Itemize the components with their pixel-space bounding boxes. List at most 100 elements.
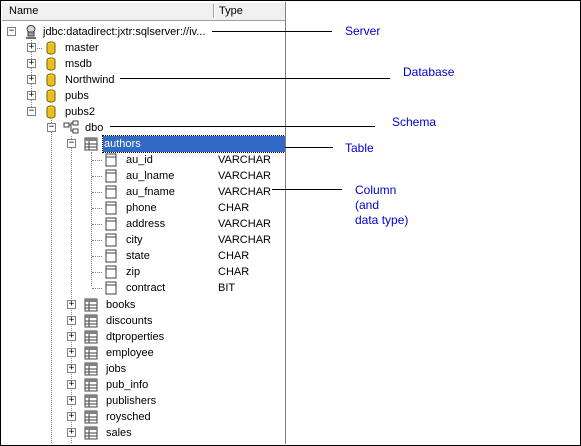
column-icon	[105, 169, 117, 183]
expand-table-toggle[interactable]: +	[67, 347, 76, 357]
table-label[interactable]: roysched	[106, 411, 151, 423]
collapse-schema-toggle[interactable]: −	[47, 122, 56, 132]
expand-table-toggle[interactable]: +	[67, 299, 76, 309]
column-data-type: CHAR	[218, 250, 250, 262]
expand-database-toggle[interactable]: +	[27, 58, 36, 68]
table-label[interactable]: pub_info	[106, 379, 149, 391]
expand-table-toggle[interactable]: +	[67, 379, 76, 389]
column-name[interactable]: address	[126, 218, 166, 230]
column-header-separator[interactable]	[213, 4, 215, 18]
tree-node-table-selected[interactable]: − authors	[2, 135, 285, 153]
expand-table-toggle[interactable]: +	[67, 395, 76, 405]
tree-connector	[92, 176, 102, 177]
column-data-type: CHAR	[218, 266, 250, 278]
tree-node-table[interactable]: + discounts	[2, 313, 285, 329]
table-label[interactable]: authors	[102, 135, 285, 153]
table-label[interactable]: discounts	[106, 315, 153, 327]
database-label[interactable]: master	[65, 42, 99, 54]
tree-node-table[interactable]: + books	[2, 297, 285, 313]
column-header-name[interactable]: Name	[9, 5, 39, 17]
database-icon	[46, 105, 56, 119]
column-name[interactable]: au_id	[126, 154, 153, 166]
column-name[interactable]: au_fname	[126, 186, 175, 198]
tree-connector	[92, 208, 102, 209]
tree-node-table[interactable]: + pub_info	[2, 377, 285, 393]
table-icon	[84, 394, 98, 408]
table-label[interactable]: dtproperties	[106, 331, 165, 343]
tree-node-table[interactable]: + roysched	[2, 409, 285, 425]
tree-node-column[interactable]: state CHAR	[2, 248, 285, 264]
schema-icon	[63, 120, 79, 134]
expand-table-toggle[interactable]: +	[67, 427, 76, 437]
column-name[interactable]: state	[126, 250, 150, 262]
collapse-database-toggle[interactable]: −	[27, 106, 36, 116]
schema-label[interactable]: dbo	[85, 122, 104, 134]
callout-line-database	[120, 78, 390, 79]
column-name[interactable]: contract	[126, 282, 166, 294]
tree-guide-authors	[91, 152, 92, 286]
tree-node-server[interactable]: − jdbc:datadirect:jxtr:sqlserver://iv...	[2, 24, 285, 40]
tree-connector	[32, 48, 42, 49]
tree-node-table[interactable]: + publishers	[2, 393, 285, 409]
table-label[interactable]: employee	[106, 347, 154, 359]
column-name[interactable]: phone	[126, 202, 157, 214]
tree-node-table[interactable]: + employee	[2, 345, 285, 361]
expand-database-toggle[interactable]: +	[27, 74, 36, 84]
database-label[interactable]: pubs	[65, 90, 89, 102]
callout-line-server	[212, 31, 332, 32]
database-icon	[46, 73, 56, 87]
column-name[interactable]: city	[126, 234, 143, 246]
tree-node-table[interactable]: + jobs	[2, 361, 285, 377]
tree-node-table[interactable]: + dtproperties	[2, 329, 285, 345]
callout-line-column	[272, 189, 342, 190]
column-name[interactable]: zip	[126, 266, 141, 278]
collapse-table-toggle[interactable]: −	[67, 138, 76, 148]
table-icon	[84, 426, 98, 440]
expand-database-toggle[interactable]: +	[27, 90, 36, 100]
column-icon	[105, 249, 117, 263]
column-name[interactable]: au_lname	[126, 170, 175, 182]
expand-database-toggle[interactable]: +	[27, 42, 36, 52]
table-label[interactable]: jobs	[106, 363, 127, 375]
table-label[interactable]: books	[106, 299, 136, 311]
table-label[interactable]: publishers	[106, 395, 157, 407]
tree-node-column[interactable]: address VARCHAR	[2, 216, 285, 232]
tree-node-table[interactable]: + sales	[2, 425, 285, 441]
table-icon	[84, 330, 98, 344]
tree-node-database[interactable]: + pubs	[2, 88, 285, 104]
expand-table-toggle[interactable]: +	[67, 331, 76, 341]
expand-table-toggle[interactable]: +	[67, 411, 76, 421]
tree-node-database[interactable]: + msdb	[2, 56, 285, 72]
tree-connector	[92, 192, 102, 193]
database-label[interactable]: msdb	[65, 58, 92, 70]
table-label[interactable]: sales	[106, 427, 132, 439]
callout-line-schema	[110, 126, 375, 127]
tree-connector	[92, 256, 102, 257]
server-label[interactable]: jdbc:datadirect:jxtr:sqlserver://iv...	[43, 26, 206, 38]
column-header: Name Type	[2, 2, 285, 21]
database-label[interactable]: pubs2	[65, 106, 95, 118]
database-label[interactable]: Northwind	[65, 74, 115, 86]
column-icon	[105, 281, 117, 295]
tree-node-column[interactable]: zip CHAR	[2, 264, 285, 280]
column-data-type: VARCHAR	[218, 218, 271, 230]
collapse-server-toggle[interactable]: −	[7, 26, 16, 36]
table-icon	[84, 137, 98, 151]
tree-node-database[interactable]: + master	[2, 40, 285, 56]
table-icon	[84, 346, 98, 360]
column-header-type[interactable]: Type	[219, 5, 243, 17]
expand-table-toggle[interactable]: +	[67, 363, 76, 373]
tree-node-schema[interactable]: − dbo	[2, 120, 285, 136]
tree-connector	[92, 224, 102, 225]
column-icon	[105, 153, 117, 167]
tree-node-database-expanded[interactable]: − pubs2	[2, 104, 285, 120]
expand-table-toggle[interactable]: +	[67, 315, 76, 325]
column-icon	[105, 217, 117, 231]
tree-node-database[interactable]: + Northwind	[2, 72, 285, 88]
